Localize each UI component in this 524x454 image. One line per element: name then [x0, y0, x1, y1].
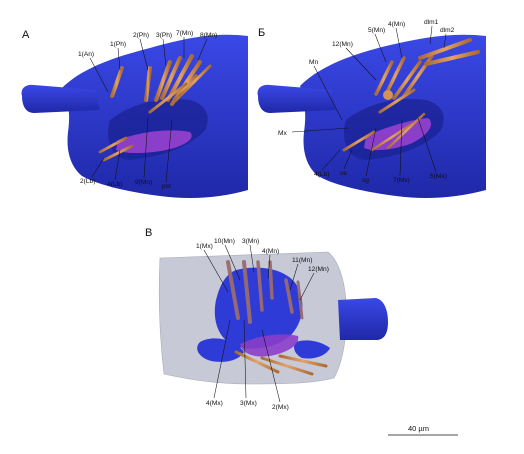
- panel-a-muscles: [98, 54, 212, 162]
- label-1-ph: 1(Ph): [110, 41, 126, 48]
- leader: [89, 57, 109, 93]
- label-12-mn-v: 12(Mn): [308, 266, 329, 273]
- panel-b-labels: 12(Mn) 5(Mn) 4(Mn) dlm1 dlm2 Mn Mx 4(Lb)…: [278, 19, 455, 184]
- leader: [117, 47, 121, 71]
- leader: [399, 119, 403, 177]
- label-2-mx: 2(Mx): [272, 404, 289, 411]
- leader: [299, 272, 315, 301]
- leader: [165, 119, 173, 183]
- panel-v-tube: [338, 298, 388, 340]
- label-mx: Mx: [278, 130, 287, 137]
- label-1-mx: 1(Mx): [196, 243, 213, 250]
- leader: [243, 319, 247, 399]
- leader: [365, 127, 377, 177]
- leader: [291, 127, 349, 133]
- panel-v: В 1(Mx) 10(Mn) 3(Mn) 4(Mn) 11(Mn): [145, 227, 388, 411]
- leader: [162, 38, 167, 67]
- leader: [213, 319, 231, 399]
- panel-v-letter: В: [145, 227, 152, 239]
- scale-bar-label: 40 µm: [408, 424, 429, 433]
- label-3-mx: 3(Mx): [240, 400, 257, 407]
- label-sg: sg: [362, 177, 369, 184]
- panel-a-letter: А: [22, 29, 30, 41]
- leader: [261, 329, 281, 403]
- panel-b-muscles: [342, 38, 480, 152]
- label-dlm2: dlm2: [440, 27, 455, 34]
- label-2-lb: 2(Lb): [80, 178, 95, 185]
- panel-b-ganglion: [383, 90, 393, 100]
- leader: [203, 249, 229, 293]
- label-9-mn: 9(Mn): [135, 179, 152, 186]
- leader: [417, 117, 437, 173]
- panel-b: Б 12(Mn) 5(Mn) 4(Mn) dlm1 dlm2 Mn Mx 4(L: [257, 19, 486, 198]
- label-1-an: 1(An): [78, 51, 94, 58]
- panel-b-tube: [257, 84, 336, 113]
- label-4-mn: 4(Mn): [388, 21, 405, 28]
- label-5-mn: 5(Mn): [368, 27, 385, 34]
- label-ce: ce: [340, 170, 347, 177]
- leader: [345, 47, 377, 81]
- leader: [443, 33, 447, 49]
- leader: [374, 33, 387, 63]
- panel-b-letter: Б: [258, 27, 265, 39]
- label-4-lb-b: 4(Lb): [314, 171, 329, 178]
- panel-a-tube: [21, 84, 101, 113]
- panel-v-inner-structure: [214, 267, 303, 349]
- leader: [289, 263, 299, 291]
- leader: [343, 149, 353, 170]
- leader: [139, 38, 149, 71]
- label-4-mx: 4(Mx): [206, 400, 223, 407]
- leader: [267, 254, 271, 279]
- label-8-mn: 8(Mn): [200, 32, 217, 39]
- label-pst: pst: [162, 183, 171, 190]
- label-3-ph: 3(Ph): [156, 32, 172, 39]
- leader: [114, 149, 121, 181]
- label-4-lb: 4(Lb): [107, 181, 122, 188]
- label-mn: Mn: [309, 59, 318, 66]
- leader: [249, 244, 255, 273]
- label-11-mn: 11(Mn): [292, 257, 312, 264]
- leader: [197, 38, 208, 61]
- label-12-mn: 12(Mn): [332, 41, 353, 48]
- leader: [395, 27, 403, 59]
- panel-v-lower-structure: [197, 338, 244, 362]
- label-2-ph: 2(Ph): [133, 32, 149, 39]
- scale-bar: 40 µm: [388, 424, 458, 436]
- panel-v-labels: 1(Mx) 10(Mn) 3(Mn) 4(Mn) 11(Mn) 12(Mn) 4…: [196, 238, 329, 411]
- leader: [429, 25, 433, 45]
- panel-a: А 1(An) 1(Ph) 2(Ph) 3(Ph): [21, 29, 248, 199]
- label-4-mn-v: 4(Mn): [262, 248, 279, 255]
- label-10-mn: 10(Mn): [214, 238, 235, 245]
- leader: [313, 65, 343, 121]
- label-7-mn: 7(Mn): [176, 30, 193, 37]
- panel-a-purple-structure: [116, 130, 192, 153]
- label-7-mx: 7(Mx): [393, 177, 410, 184]
- panel-v-purple-structure: [240, 334, 299, 357]
- leader: [321, 149, 341, 171]
- leader: [91, 157, 105, 178]
- panel-v-orange-muscles: [234, 350, 328, 376]
- label-3-mn: 3(Mn): [242, 238, 259, 245]
- leader: [143, 117, 149, 179]
- label-5-mx: 5(Mx): [430, 173, 447, 180]
- leader: [224, 244, 241, 281]
- panel-v-right-structure: [294, 340, 330, 359]
- panel-a-labels: 1(An) 1(Ph) 2(Ph) 3(Ph) 7(Mn) 8(Mn) 2(Lb…: [78, 30, 217, 190]
- label-dlm1: dlm1: [424, 19, 439, 26]
